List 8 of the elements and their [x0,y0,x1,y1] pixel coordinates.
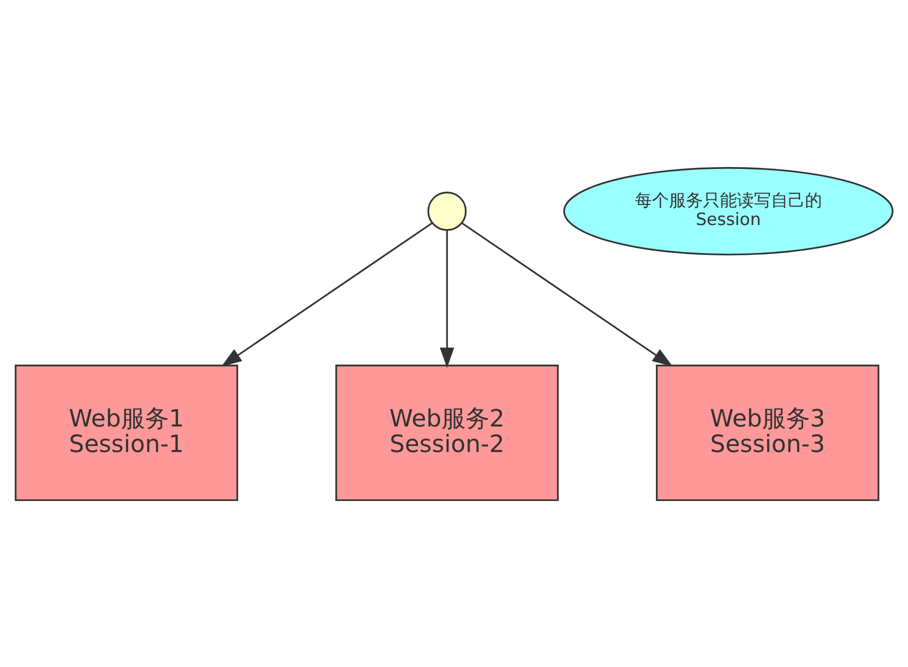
node-box: Web服务2 Session-2 [335,364,559,501]
arrow [462,222,673,366]
arrow [440,230,454,368]
node-ellipse: 每个服务只能读写自己的Session [563,166,894,255]
node-box: Web服务3 Session-3 [656,364,880,501]
node-box: Web服务1 Session-1 [14,364,238,501]
node-person [427,191,467,230]
arrow [221,222,432,366]
